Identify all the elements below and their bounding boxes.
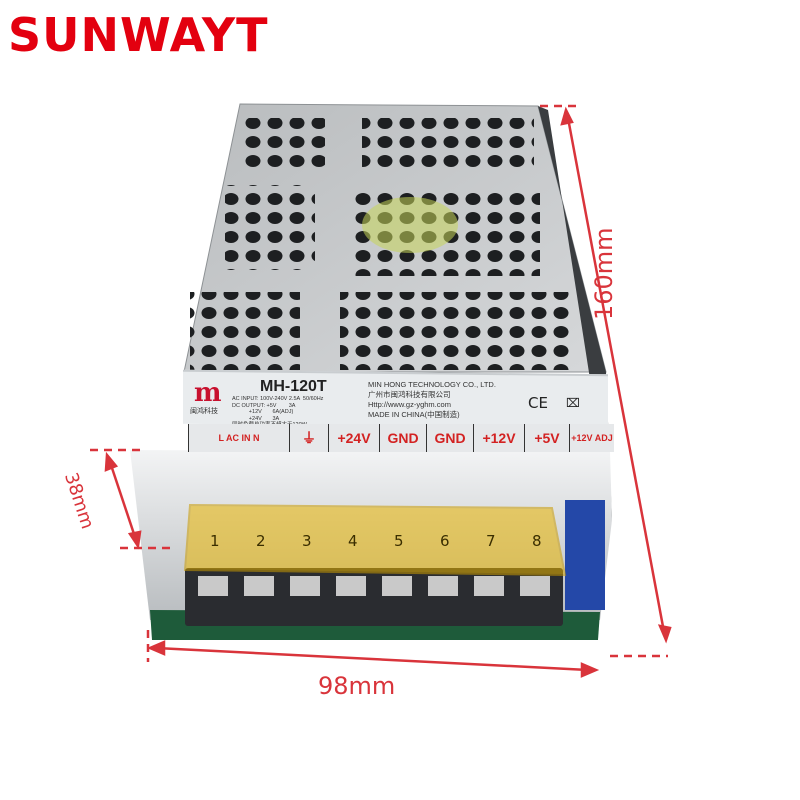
model-number: MH-120T bbox=[260, 378, 327, 395]
dimension-width-label: 98mm bbox=[318, 672, 396, 700]
terminal-number: 4 bbox=[348, 532, 358, 550]
terminal-number: 1 bbox=[210, 532, 220, 550]
terminal-number: 7 bbox=[486, 532, 496, 550]
terminal-label: L AC IN N bbox=[188, 424, 289, 452]
terminal-number: 3 bbox=[302, 532, 312, 550]
terminal-number: 2 bbox=[256, 532, 266, 550]
manufacturer-logo: m bbox=[194, 378, 222, 408]
ce-mark-icon: CE bbox=[528, 394, 548, 412]
terminal-label: +12V ADJ bbox=[569, 424, 614, 452]
terminal-label: +5V bbox=[524, 424, 569, 452]
brand-logo: SUNWAYT bbox=[8, 8, 269, 62]
weee-bin-icon: ⌧ bbox=[566, 396, 580, 410]
terminal-label: GND bbox=[379, 424, 426, 452]
terminal-label: +24V bbox=[328, 424, 379, 452]
terminal-number: 8 bbox=[532, 532, 542, 550]
logo-subtitle: 闽鸿科技 bbox=[190, 408, 218, 415]
terminal-label: ⏚ bbox=[289, 424, 328, 452]
terminal-label: GND bbox=[426, 424, 473, 452]
manufacturer-info: MIN HONG TECHNOLOGY CO., LTD. 广州市闽鸿科技有限公… bbox=[368, 380, 496, 419]
terminal-number: 5 bbox=[394, 532, 404, 550]
terminal-label: +12V bbox=[473, 424, 524, 452]
terminal-number: 6 bbox=[440, 532, 450, 550]
dimension-height-label: 160mm bbox=[590, 227, 618, 320]
